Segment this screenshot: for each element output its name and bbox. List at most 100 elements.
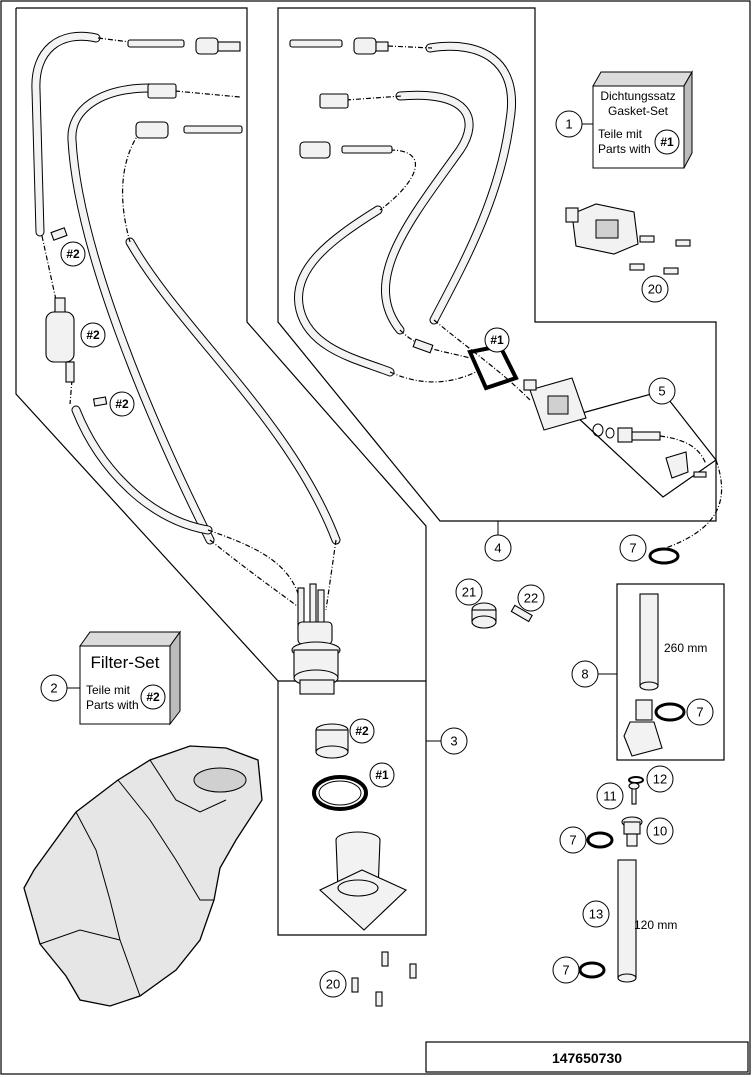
pump-sleeve [315, 723, 349, 759]
group-frame-5 [573, 390, 717, 498]
svg-text:7: 7 [629, 541, 636, 556]
fuel-tank [23, 745, 263, 1007]
filter-set-parts-en: Parts with [86, 698, 139, 712]
filter-set-parts-de: Teile mit [86, 683, 131, 697]
svg-text:10: 10 [653, 824, 667, 839]
svg-text:13: 13 [589, 907, 603, 922]
filter-set-title: Filter-Set [91, 653, 160, 672]
screw-22 [510, 604, 533, 623]
callout-8: 8 [571, 660, 599, 688]
hose-clamp-top [648, 547, 680, 565]
svg-text:11: 11 [603, 789, 617, 804]
svg-text:3: 3 [450, 734, 457, 749]
group-frame-8 [616, 583, 725, 761]
svg-text:#1: #1 [660, 135, 674, 149]
callout-21: 21 [455, 578, 483, 606]
svg-text:#2: #2 [66, 247, 80, 261]
connector-set-group-4 [289, 37, 434, 354]
quick-connector [623, 699, 663, 757]
svg-text:7: 7 [562, 963, 569, 978]
connection-line [659, 459, 723, 551]
group-frame-3-left [15, 8, 279, 682]
hose-clamp-7c [586, 831, 614, 849]
harness-socket [523, 377, 587, 431]
group-frame-3 [16, 7, 427, 936]
connector-group-5 [592, 423, 707, 479]
callout-20b: 20 [319, 970, 347, 998]
hose-120 [617, 859, 637, 983]
gasket-set-title-de: Dichtungssatz [600, 89, 675, 103]
hose-260 [639, 593, 659, 691]
svg-text:2: 2 [50, 681, 57, 696]
fuel-filter [45, 227, 108, 407]
svg-text:20: 20 [648, 282, 662, 297]
doc-number: 147650730 [552, 1050, 622, 1066]
svg-text:12: 12 [653, 772, 667, 787]
ref-2-filter-box: #2 [140, 684, 166, 710]
hose-clamp-7d [578, 961, 606, 979]
svg-text:#1: #1 [375, 768, 389, 782]
hose-260-length: 260 mm [664, 641, 707, 655]
callout-7c: 7 [559, 826, 587, 854]
group-frame-4 [277, 7, 717, 522]
svg-text:20: 20 [326, 977, 340, 992]
screws-top [629, 235, 691, 275]
callout-1: 1 [555, 110, 583, 138]
wiring-harness-group-4 [294, 41, 531, 401]
pump-o-ring [312, 775, 368, 811]
doc-number-box [425, 1041, 749, 1073]
svg-text:5: 5 [658, 384, 665, 399]
callout-4: 4 [484, 534, 512, 562]
harness-gasket [467, 343, 519, 391]
callout-5: 5 [648, 377, 676, 405]
svg-text:#2: #2 [146, 690, 160, 704]
washer-12 [628, 776, 644, 784]
hose-clamp-8 [654, 702, 686, 722]
callout-13: 13 [582, 900, 610, 928]
svg-text:#1: #1 [490, 333, 504, 347]
hose-120-length: 120 mm [634, 918, 677, 932]
ref-1-o-ring: #1 [369, 762, 395, 788]
callout-2: 2 [40, 674, 68, 702]
ref-2-clip-mid: #2 [109, 391, 135, 417]
ref-2-clip-top: #2 [60, 241, 86, 267]
svg-text:#2: #2 [115, 397, 129, 411]
ref-2-sleeve: #2 [349, 718, 375, 744]
svg-text:#2: #2 [355, 724, 369, 738]
callout-11: 11 [596, 782, 624, 810]
callout-20a: 20 [641, 275, 669, 303]
fuel-pump [291, 583, 341, 695]
svg-text:1: 1 [565, 117, 572, 132]
svg-text:8: 8 [581, 667, 588, 682]
svg-text:7: 7 [696, 705, 703, 720]
svg-text:#2: #2 [86, 328, 100, 342]
gasket-set-parts-de: Teile mit [598, 127, 643, 141]
valve-10 [621, 816, 643, 847]
svg-text:7: 7 [569, 833, 576, 848]
svg-text:21: 21 [462, 585, 476, 600]
pump-flange [319, 831, 407, 931]
callout-7a: 7 [619, 534, 647, 562]
gasket-set-box: Dichtungssatz Gasket-Set Teile mit Parts… [592, 70, 693, 169]
gasket-set-parts-en: Parts with [598, 142, 651, 156]
ref-1-gasket-box: #1 [654, 129, 680, 155]
svg-text:22: 22 [524, 591, 538, 606]
screws-lower [351, 951, 417, 1007]
clamp-21 [471, 602, 497, 629]
callout-3: 3 [440, 727, 468, 755]
fuel-hoses-group-3 [31, 31, 341, 613]
ref-1-harness: #1 [484, 327, 510, 353]
svg-text:4: 4 [494, 541, 501, 556]
callout-12: 12 [646, 765, 674, 793]
callout-10: 10 [646, 817, 674, 845]
connector-set-top-left [127, 37, 243, 139]
callout-7b: 7 [686, 698, 714, 726]
callout-7d: 7 [552, 956, 580, 984]
screw-11 [628, 782, 640, 805]
filter-set-box: Filter-Set Teile mit Parts with [79, 630, 181, 726]
callout-22: 22 [517, 584, 545, 612]
socket-assembly-top [565, 203, 639, 255]
gasket-set-title-en: Gasket-Set [608, 104, 669, 118]
